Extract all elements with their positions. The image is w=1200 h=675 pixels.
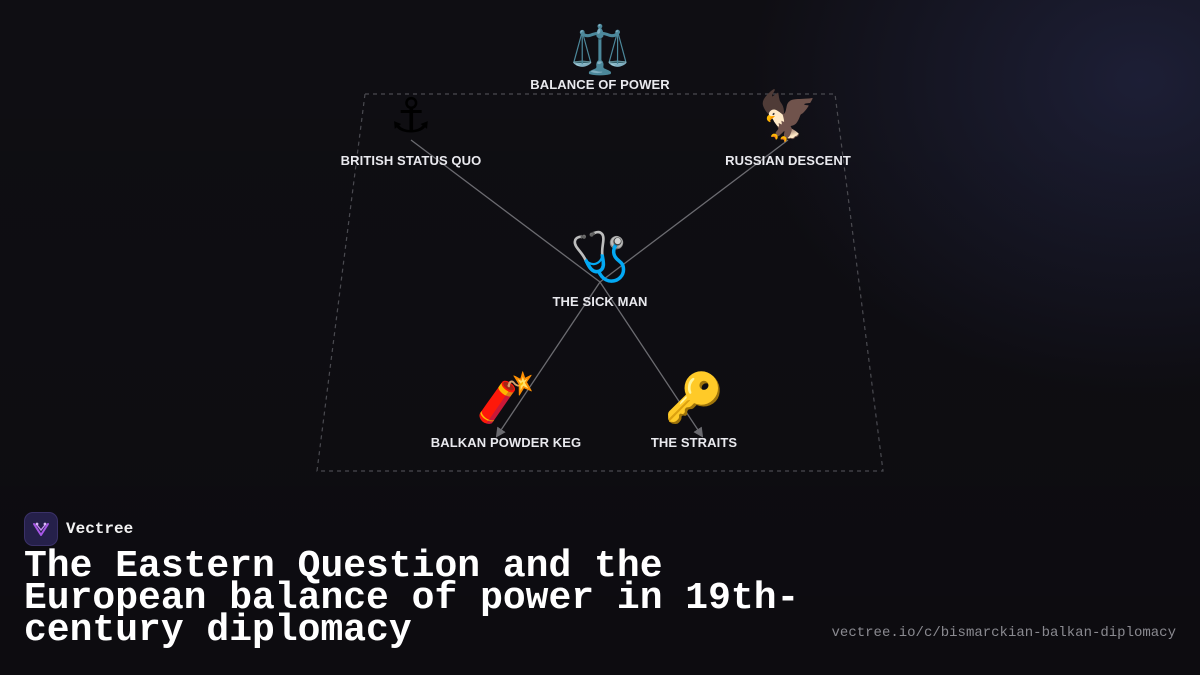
- anchor-icon: ⚓: [389, 88, 433, 144]
- edge-russian-sickman: [599, 139, 789, 283]
- key-icon: 🔑: [664, 370, 724, 426]
- edge-sickman-balkan: [495, 281, 601, 438]
- brand-name: Vectree: [66, 520, 134, 538]
- edge-sickman-straits: [599, 281, 704, 438]
- node-label-balkan: BALKAN POWDER KEG: [430, 435, 582, 450]
- vectree-logo-icon: [24, 512, 58, 546]
- eagle-icon: 🦅: [758, 88, 818, 144]
- brand: Vectree: [24, 512, 133, 546]
- node-label-balance: BALANCE OF POWER: [530, 77, 670, 92]
- node-label-russian: RUSSIAN DESCENT: [725, 153, 851, 168]
- edge-british-sickman: [410, 139, 601, 283]
- node-label-british: BRITISH STATUS QUO: [340, 153, 482, 168]
- edges-layer: [410, 139, 789, 438]
- diagram-frame: [316, 93, 884, 472]
- page-title: The Eastern Question and the European ba…: [24, 545, 800, 652]
- node-label-straits: THE STRAITS: [650, 435, 738, 450]
- stethoscope-icon: 🩺: [570, 229, 630, 285]
- node-label-sickman: THE SICK MAN: [552, 294, 648, 309]
- firecracker-icon: 🧨: [476, 370, 536, 426]
- source-url[interactable]: vectree.io/c/bismarckian-balkan-diplomac…: [831, 625, 1176, 641]
- scales-icon: ⚖️: [570, 22, 630, 78]
